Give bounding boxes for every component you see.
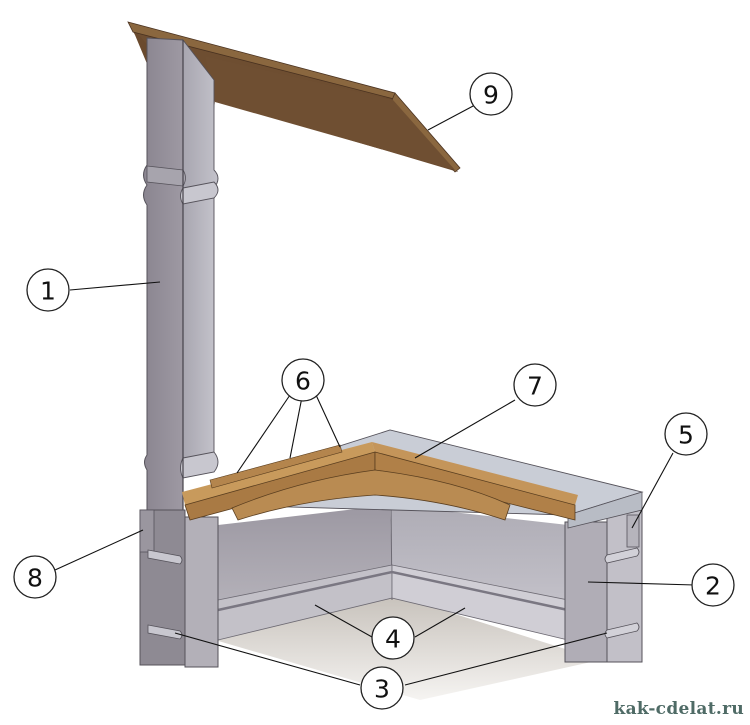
- right-post: [564, 509, 643, 663]
- callout-1-label: 1: [40, 277, 56, 306]
- left-post: [139, 509, 219, 668]
- callout-9-label: 9: [483, 81, 499, 110]
- callout-8-label: 8: [27, 564, 43, 593]
- main-column: [143, 37, 219, 511]
- callout-1: 1: [26, 268, 70, 312]
- callout-2-label: 2: [705, 572, 721, 601]
- timber-rafters: [182, 442, 578, 521]
- callout-4: 4: [371, 616, 415, 660]
- callout-9: 9: [469, 72, 513, 116]
- callout-3: 3: [360, 666, 404, 710]
- callout-6: 6: [281, 358, 325, 402]
- watermark: kak-cdelat.ru: [613, 699, 744, 719]
- callout-3-label: 3: [374, 675, 390, 704]
- leader-lines: [54, 104, 696, 686]
- callout-5: 5: [664, 412, 708, 456]
- callout-2: 2: [691, 563, 735, 607]
- callout-7: 7: [513, 363, 557, 407]
- back-wall-panels: [217, 504, 569, 641]
- callout-6-label: 6: [295, 367, 311, 396]
- callout-5-label: 5: [678, 421, 694, 450]
- callout-8: 8: [13, 555, 57, 599]
- callout-4-label: 4: [385, 625, 401, 654]
- callout-7-label: 7: [527, 372, 543, 401]
